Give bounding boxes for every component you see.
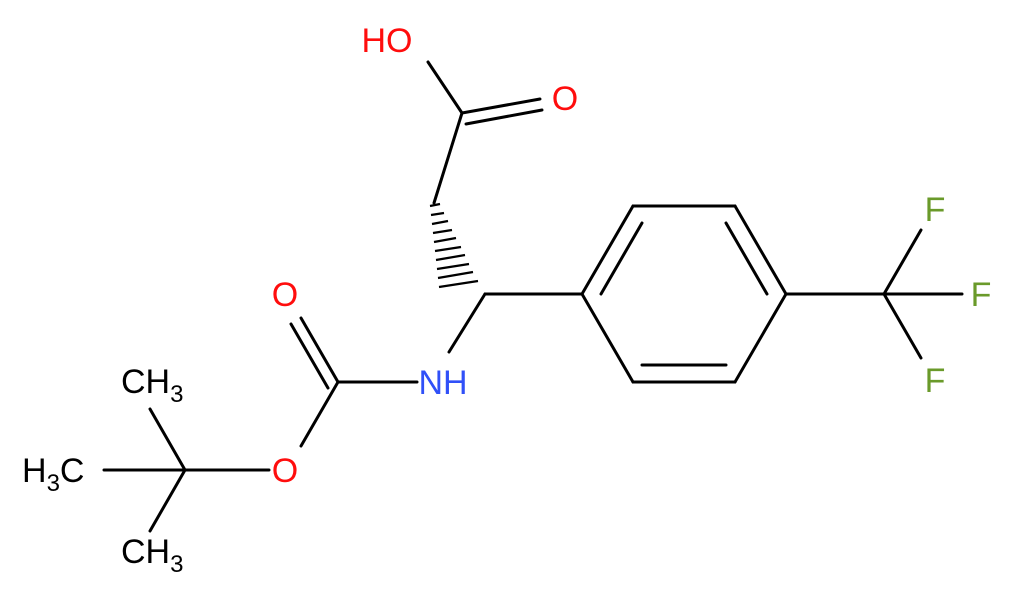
hashed-wedge-bond bbox=[429, 202, 479, 289]
hydroxyl-label: HO bbox=[362, 22, 413, 60]
bond-c-ch2 bbox=[432, 111, 464, 205]
atom-labels: HO O O O NH F F F CH3 H3C CH3 bbox=[22, 22, 991, 578]
fluorine-label-middle: F bbox=[971, 276, 992, 314]
ring-bond-3 bbox=[733, 204, 788, 296]
methyl-label-top: CH3 bbox=[121, 363, 183, 408]
boc-carbonyl-oxygen-label: O bbox=[272, 276, 298, 314]
bond-c-o-double-b bbox=[464, 108, 544, 126]
ring-bond-6 bbox=[580, 292, 635, 384]
bond-ho-c bbox=[426, 60, 464, 115]
ring-inner-1 bbox=[599, 221, 644, 296]
bond-tbu-ch3-top bbox=[148, 407, 187, 472]
bonds bbox=[102, 60, 964, 533]
bond-c-f1 bbox=[882, 228, 923, 296]
acid-carbonyl-oxygen-label: O bbox=[552, 80, 578, 118]
methyl-label-bottom: CH3 bbox=[121, 533, 183, 578]
bond-c-o-double-boc-b bbox=[289, 322, 330, 390]
methyl-label-left: H3C bbox=[22, 452, 84, 497]
ring-bond-1 bbox=[580, 204, 635, 296]
ring-inner-2 bbox=[724, 221, 769, 296]
bond-c-o-double-a bbox=[460, 97, 542, 115]
bond-tbu-ch3-bottom bbox=[148, 468, 187, 533]
bond-c-o-double-boc-a bbox=[299, 316, 340, 384]
bond-stereo-n bbox=[447, 292, 487, 354]
fluorine-label-top: F bbox=[925, 191, 946, 229]
ester-oxygen-label: O bbox=[272, 452, 298, 490]
fluorine-label-bottom: F bbox=[925, 362, 946, 400]
bond-c-o-ester bbox=[299, 380, 340, 448]
ring-bond-4 bbox=[733, 292, 788, 384]
bond-c-f3 bbox=[882, 292, 923, 360]
amine-label: NH bbox=[418, 364, 467, 402]
